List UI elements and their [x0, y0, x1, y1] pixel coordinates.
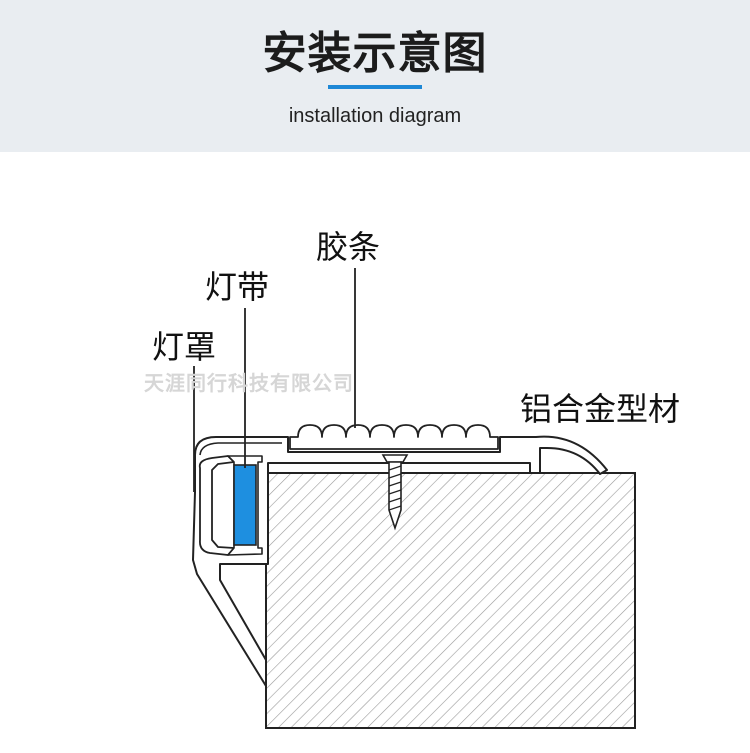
label-light-strip: 灯带 [205, 268, 269, 306]
page-title: 安装示意图 [262, 28, 488, 79]
header-band [0, 0, 750, 152]
label-rubber-strip: 胶条 [316, 228, 380, 266]
label-lamp-cover: 灯罩 [152, 328, 216, 366]
screw [381, 454, 409, 531]
profile-inner-line [199, 442, 282, 456]
label-aluminum-profile: 铝合金型材 [520, 390, 680, 428]
lamp-cover [198, 455, 235, 556]
title-underline [328, 85, 422, 89]
page-subtitle: installation diagram [288, 105, 462, 127]
rubber-strip [289, 424, 499, 450]
stair-block [265, 472, 636, 729]
light-strip [233, 464, 257, 546]
watermark-text: 天涯同行科技有限公司 [144, 371, 354, 395]
